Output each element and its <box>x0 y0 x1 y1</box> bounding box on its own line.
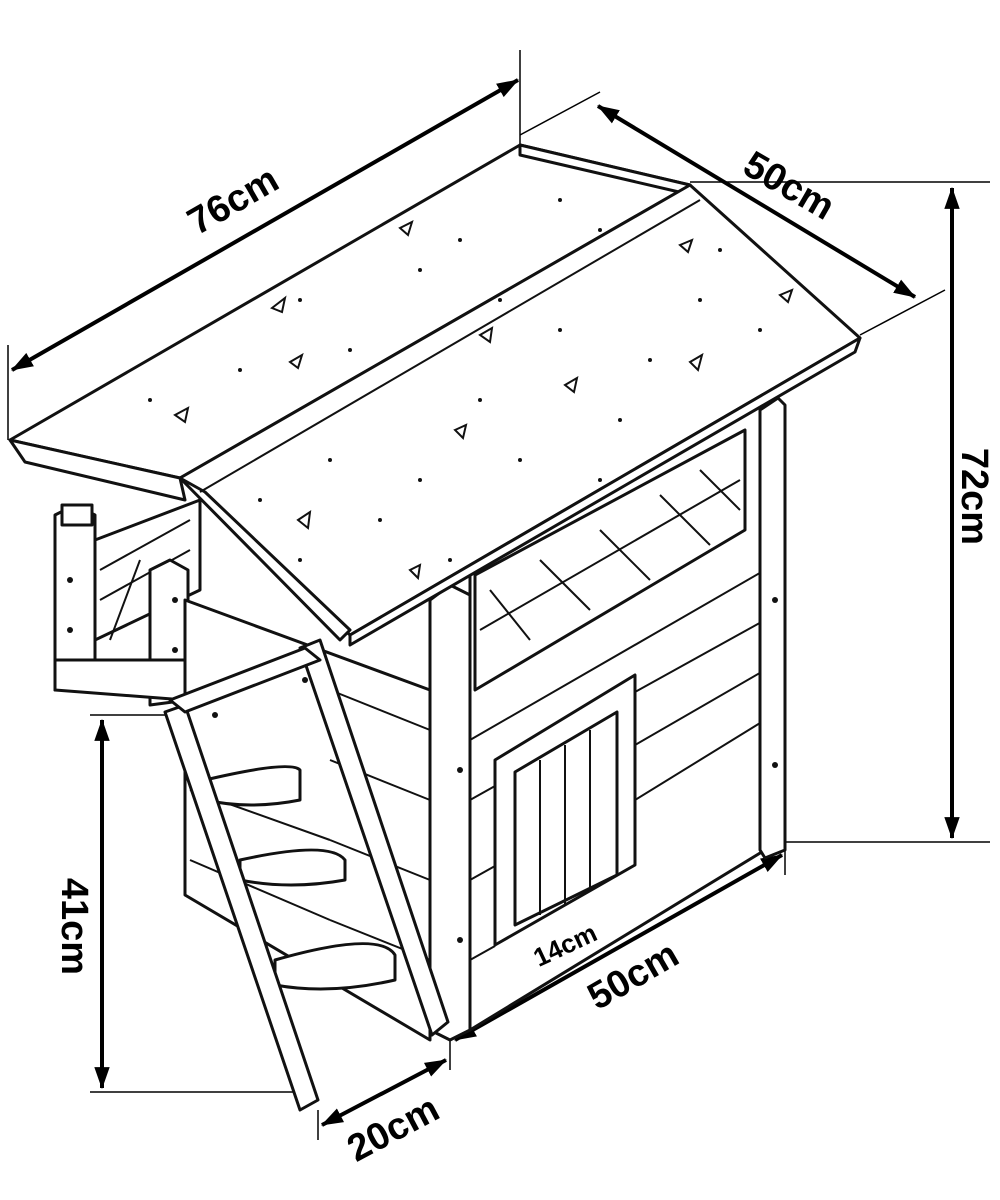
front-left-post <box>428 583 472 1042</box>
dimension-platform-height-label: 41cm <box>53 877 96 976</box>
front-wall <box>428 393 787 1042</box>
front-right-post <box>758 396 787 860</box>
dimension-height-label: 72cm <box>953 447 996 546</box>
ladder <box>163 638 450 1112</box>
balcony <box>53 498 202 707</box>
roof <box>8 143 862 647</box>
roof-texture-triangles <box>173 220 794 581</box>
roof-texture-dots <box>148 198 762 562</box>
